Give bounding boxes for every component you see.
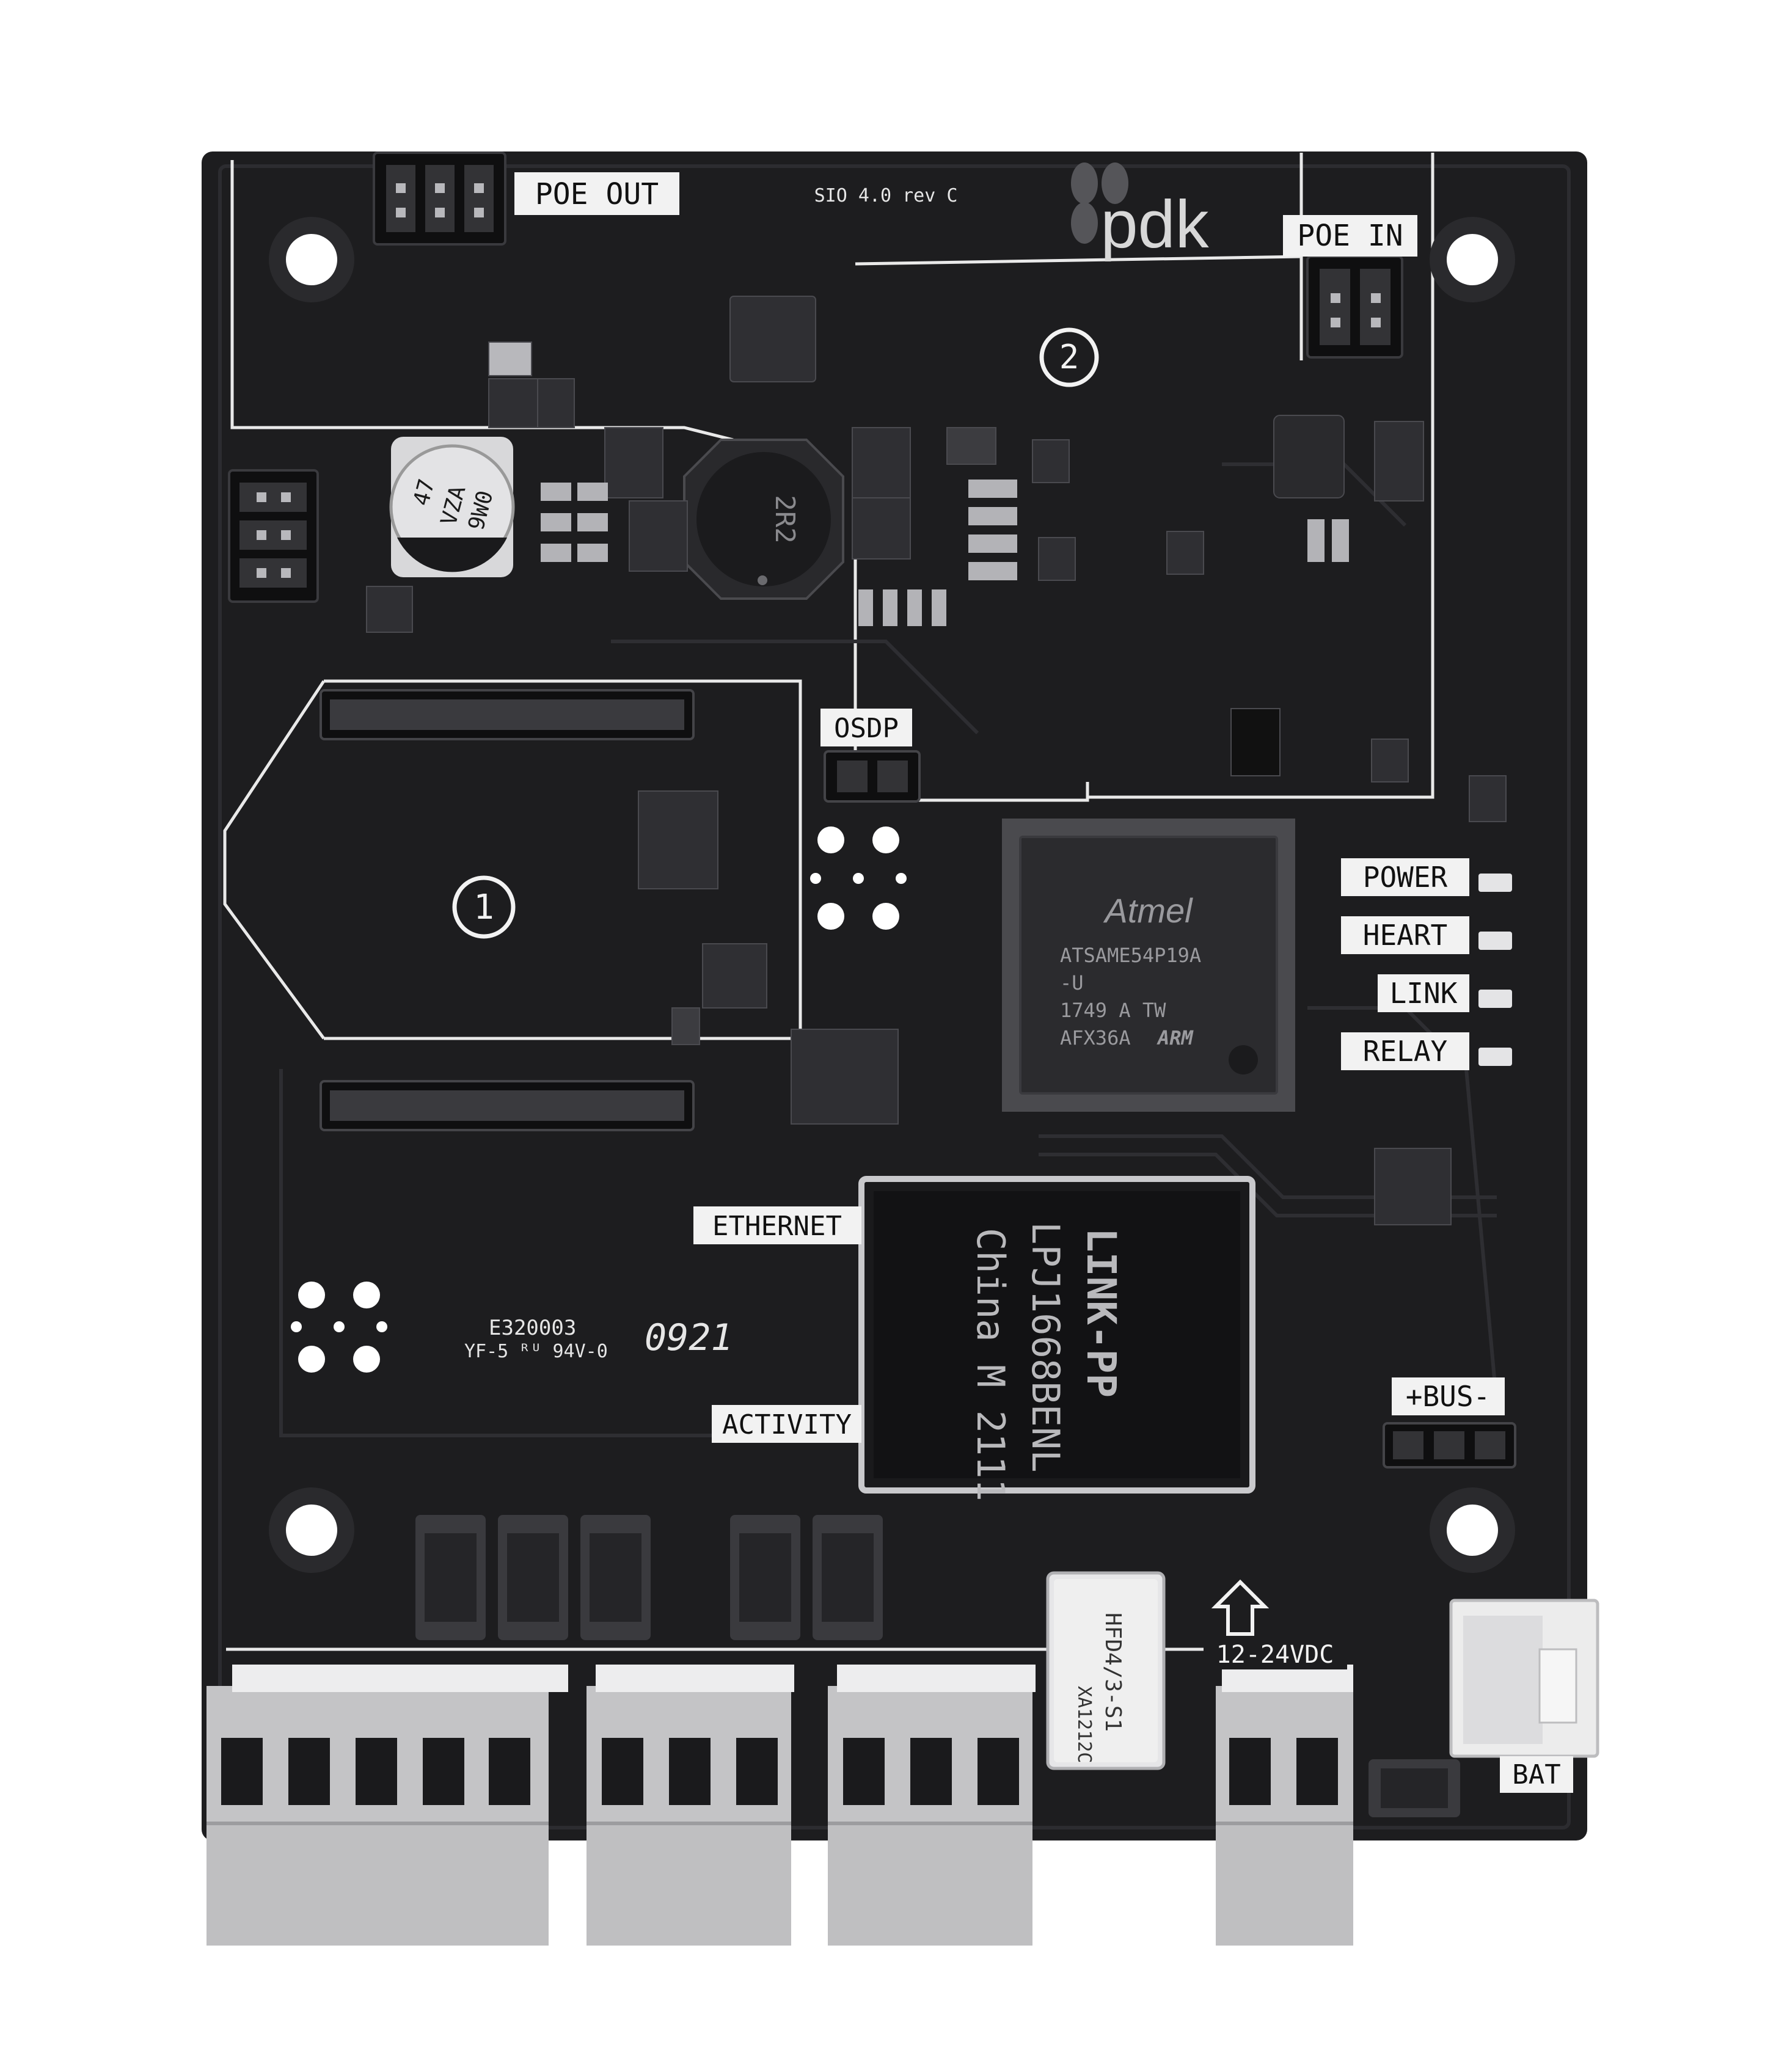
brand-logo: pdk	[1100, 187, 1209, 262]
battery-label: BAT	[1512, 1759, 1560, 1790]
battery-connector[interactable]	[1449, 1599, 1599, 1758]
inductor-mark: 2R2	[769, 495, 800, 543]
marker-circles	[452, 327, 1099, 939]
header-osdp[interactable]	[824, 750, 921, 803]
part-number: E320003	[489, 1316, 576, 1340]
terminal-block-5pos[interactable]	[206, 1686, 549, 1946]
mcu-line-2: -U	[1060, 971, 1084, 994]
relay-mark-2: XA1212C	[1073, 1686, 1095, 1763]
mcu-line-3: 1749 A TW	[1060, 999, 1166, 1022]
via-clusters	[291, 826, 907, 1373]
power-label: POWER	[1363, 861, 1448, 894]
magjack	[858, 1176, 1255, 1494]
header-j15[interactable]	[320, 1080, 695, 1131]
mcu-chip	[1002, 819, 1295, 1112]
heart-label: HEART	[1363, 919, 1447, 952]
smd-parts	[366, 296, 1507, 1225]
poe-in-label: POE IN	[1297, 219, 1403, 253]
inductor-2r2	[683, 439, 844, 600]
supply-label: 12-24VDC	[1216, 1641, 1334, 1669]
magjack-origin: China M 2111	[968, 1228, 1013, 1501]
terminal-slots	[221, 1738, 1338, 1805]
terminal-block-3pos-b[interactable]	[828, 1686, 1032, 1946]
date-code: 0921	[645, 1316, 733, 1359]
diodes-row	[415, 1515, 1460, 1817]
header-poe-in[interactable]	[1306, 255, 1403, 359]
bus-label: +BUS-	[1406, 1380, 1490, 1413]
electrolytic-capacitor	[389, 437, 515, 577]
poe-out-label: POE OUT	[535, 177, 659, 211]
marker-one: 1	[473, 888, 494, 927]
flammability-mark: YF-5 ᴿᵁ 94V-0	[464, 1341, 608, 1362]
mcu-brand: Atmel	[1103, 891, 1193, 930]
ethernet-label: ETHERNET	[712, 1211, 842, 1242]
terminal-tabs	[232, 1665, 1353, 1692]
magjack-brand: LINK-PP	[1078, 1228, 1125, 1398]
header-poe-out[interactable]	[373, 151, 506, 246]
header-left[interactable]	[228, 469, 319, 603]
pdk-logo-mark	[1071, 162, 1128, 244]
header-j11[interactable]	[320, 689, 695, 740]
mcu-line-1: ATSAME54P19A	[1060, 944, 1201, 967]
terminal-block-3pos-a[interactable]	[587, 1686, 791, 1946]
header-bus[interactable]	[1383, 1422, 1516, 1468]
mcu-line-4: AFX36A	[1060, 1026, 1131, 1049]
osdp-label: OSDP	[834, 713, 899, 744]
terminal-block-2pos[interactable]	[1216, 1686, 1353, 1946]
revision-label: SIO 4.0 rev C	[814, 185, 958, 206]
terminal-blocks[interactable]	[206, 1665, 1353, 1946]
mounting-holes	[269, 217, 1515, 1573]
smd-columns	[541, 480, 1349, 626]
relay-label: RELAY	[1363, 1035, 1447, 1068]
activity-label: ACTIVITY	[722, 1409, 852, 1440]
marker-two: 2	[1059, 338, 1080, 376]
silkscreen-text: POE OUT SIO 4.0 rev C pdk POE IN 2 1 47 …	[409, 172, 1573, 1793]
relay-mark-1: HFD4/3-S1	[1100, 1613, 1125, 1732]
mcu-core: ARM	[1157, 1026, 1194, 1049]
arrow-up-icon	[1211, 1579, 1270, 1636]
relay	[1046, 1571, 1166, 1770]
link-label: LINK	[1390, 977, 1458, 1010]
magjack-part: LPJ1668BENL	[1023, 1222, 1068, 1473]
led-icon	[1478, 874, 1512, 1066]
